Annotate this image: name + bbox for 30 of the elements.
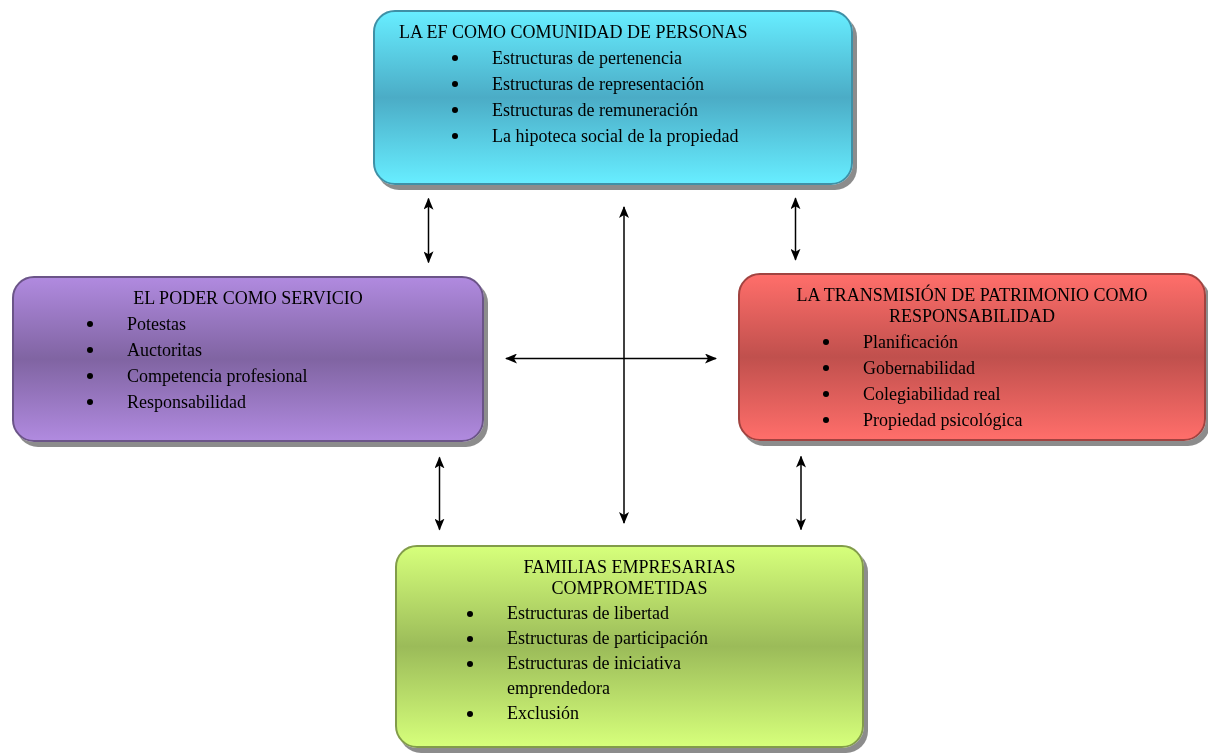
double-arrow xyxy=(505,353,717,364)
rounded-box xyxy=(12,276,484,442)
rounded-box xyxy=(395,545,864,748)
list-item: Estructuras de participación xyxy=(507,628,708,648)
box-heading: EL PODER COMO SERVICIO xyxy=(132,288,364,309)
box-heading: FAMILIAS EMPRESARIAS COMPROMETIDAS xyxy=(522,557,737,599)
list-item: Responsabilidad xyxy=(127,392,246,412)
double-arrow xyxy=(796,455,806,531)
list-item: Exclusión xyxy=(507,703,579,723)
box-heading: LA EF COMO COMUNIDAD DE PERSONAS xyxy=(399,22,749,43)
list-item: Propiedad psicológica xyxy=(863,410,1023,430)
list-item: Estructuras de pertenencia xyxy=(492,48,682,68)
box-heading: LA TRANSMISIÓN DE PATRIMONIO COMO RESPONSABILIDAD xyxy=(795,285,1149,327)
list-item: Estructuras de iniciativa emprendedora xyxy=(507,653,681,698)
list-item: La hipoteca social de la propiedad xyxy=(492,126,739,146)
list-item: Planificación xyxy=(863,332,958,352)
list-item: Competencia profesional xyxy=(127,366,308,386)
double-arrow xyxy=(790,197,801,261)
double-arrow xyxy=(434,456,445,531)
double-arrow xyxy=(423,197,434,264)
list-item: Potestas xyxy=(127,314,186,334)
list-item: Estructuras de libertad xyxy=(507,603,669,623)
list-item: Auctoritas xyxy=(127,340,202,360)
rounded-box xyxy=(373,10,853,185)
list-item: Gobernabilidad xyxy=(863,358,975,378)
double-arrow xyxy=(619,206,629,524)
rounded-box xyxy=(738,273,1206,441)
list-item: Estructuras de remuneración xyxy=(492,100,698,120)
list-item: Estructuras de representación xyxy=(492,74,704,94)
list-item: Colegiabilidad real xyxy=(863,384,1001,404)
